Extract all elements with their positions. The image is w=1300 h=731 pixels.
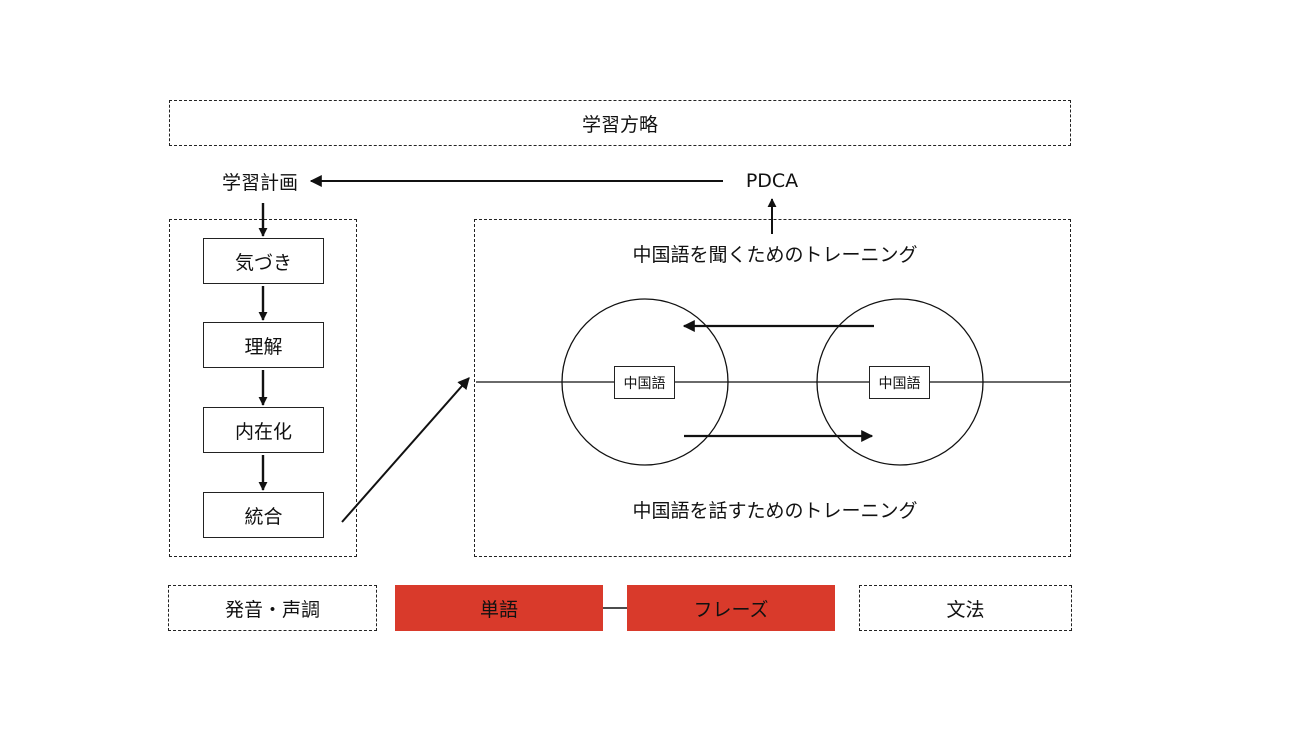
grammar-label: 文法 [946,598,985,621]
right-chinese-node-label: 中国語 [878,375,921,392]
phrases-label: フレーズ [693,598,769,621]
process-step-awareness: 気づき [203,238,324,284]
process-step-label: 内在化 [234,420,292,443]
left-chinese-node-label: 中国語 [623,375,666,392]
speaking-training-label: 中国語を話すためのトレーニング [632,499,918,522]
process-step-label: 統合 [244,505,283,528]
pronunciation-box: 発音・声調 [168,585,377,631]
process-step-label: 気づき [234,251,292,274]
phrases-box: フレーズ [627,585,835,631]
strategy-label: 学習方略 [581,113,658,136]
right-circle [816,298,984,466]
left-circle [561,298,729,466]
pdca-label: PDCA [745,170,799,192]
plan-label: 学習計画 [221,171,298,194]
process-step-understanding: 理解 [203,322,324,368]
integration-to-training-arrow [341,377,470,523]
process-step-label: 理解 [244,335,283,358]
process-step-integration: 統合 [203,492,324,538]
pronunciation-label: 発音・声調 [224,598,320,621]
left-chinese-node: 中国語 [614,366,675,399]
process-step-internalization: 内在化 [203,407,324,453]
listening-training-label: 中国語を聞くためのトレーニング [632,243,918,266]
vocabulary-label: 単語 [479,598,518,621]
grammar-box: 文法 [859,585,1072,631]
vocabulary-box: 単語 [395,585,603,631]
strategy-box: 学習方略 [169,100,1071,146]
right-chinese-node: 中国語 [869,366,930,399]
